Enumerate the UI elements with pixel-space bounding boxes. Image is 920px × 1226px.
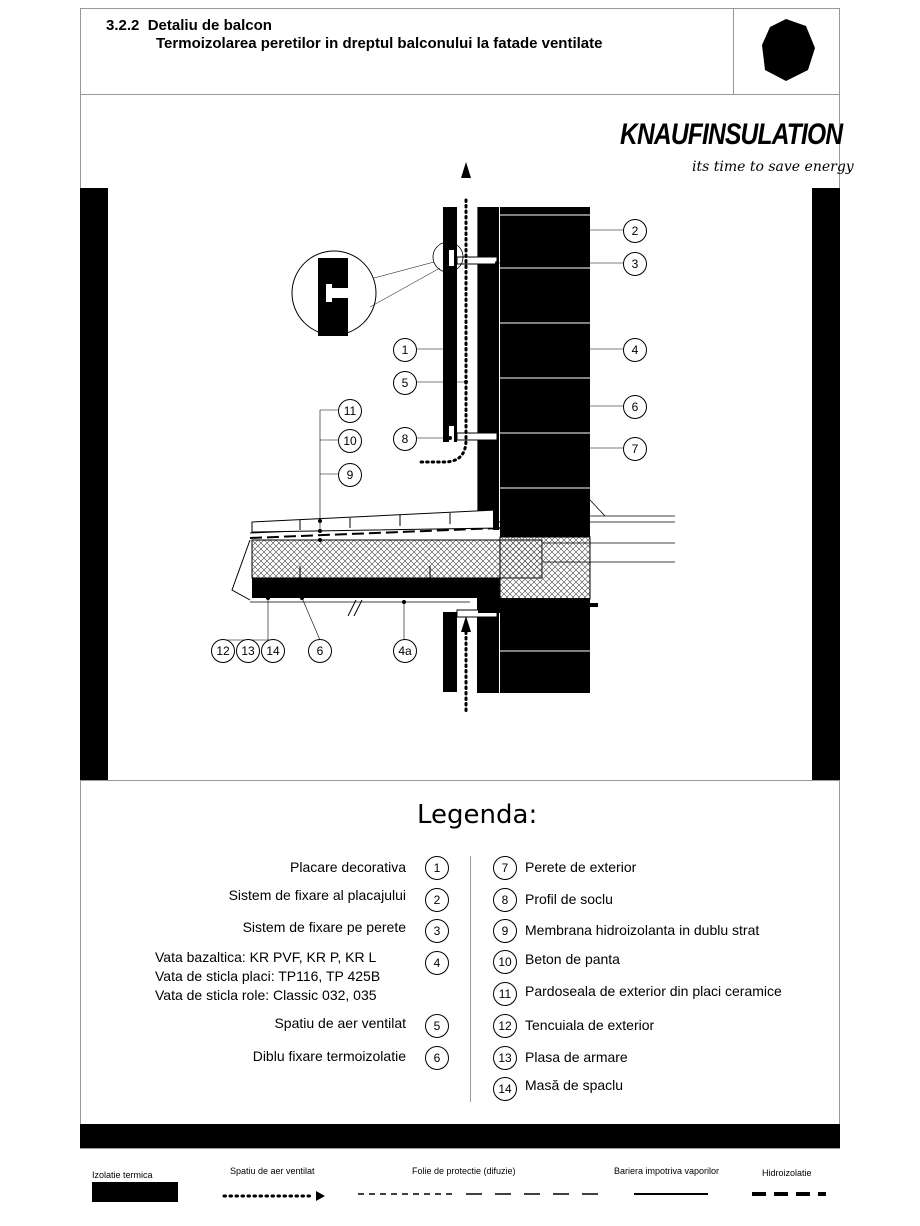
legend-item-text: Tencuiala de exterior bbox=[525, 1017, 655, 1033]
callout-10: 10 bbox=[338, 429, 362, 453]
callout-4a: 4a bbox=[393, 639, 417, 663]
callout-8: 8 bbox=[393, 427, 417, 451]
legend-num: 7 bbox=[493, 856, 517, 880]
callout-7: 7 bbox=[623, 437, 647, 461]
legend-item-text: Profil de soclu bbox=[525, 891, 613, 907]
legend-item-4-text: Vata bazaltica: KR PVF, KR P, KR L Vata … bbox=[155, 948, 380, 1005]
legend-item-text: Masă de spaclu bbox=[525, 1077, 624, 1093]
section-title: 3.2.2 Detaliu de balcon bbox=[106, 17, 272, 34]
legend-line: Vata bazaltica: KR PVF, KR P, KR L bbox=[155, 949, 377, 965]
callout-6: 6 bbox=[623, 395, 647, 419]
legend-item-text: Beton de panta bbox=[525, 951, 620, 967]
legend-item-text: Perete de exterior bbox=[525, 859, 637, 875]
section-heading: Detaliu de balcon bbox=[147, 17, 272, 34]
key-insulation-swatch bbox=[92, 1182, 178, 1202]
callout-5: 5 bbox=[393, 371, 417, 395]
legend-num: 1 bbox=[425, 856, 449, 880]
key-foil-label: Folie de protectie (difuzie) bbox=[412, 1166, 516, 1176]
section-number: 3.2.2 bbox=[106, 17, 140, 34]
legend-num: 9 bbox=[493, 919, 517, 943]
legend-num: 5 bbox=[425, 1014, 449, 1038]
legend-num: 11 bbox=[493, 982, 517, 1006]
legend-num: 10 bbox=[493, 950, 517, 974]
callout-9: 9 bbox=[338, 463, 362, 487]
legend-item-text: Sistem de fixare al placajului bbox=[228, 887, 406, 903]
legend-item-text: Plasa de armare bbox=[525, 1049, 628, 1065]
left-sidebar-bar bbox=[80, 188, 108, 780]
legend-num: 13 bbox=[493, 1046, 517, 1070]
callout-12: 12 bbox=[211, 639, 235, 663]
legend-title: Legenda: bbox=[417, 800, 538, 830]
exterior-wall bbox=[500, 207, 590, 693]
legend-num: 12 bbox=[493, 1014, 517, 1038]
legend-item-text: Placare decorativa bbox=[290, 859, 406, 875]
section-subtitle: Termoizolarea peretilor in dreptul balco… bbox=[156, 35, 603, 52]
bottom-band bbox=[80, 1124, 840, 1148]
legend-item-text: Sistem de fixare pe perete bbox=[242, 919, 406, 935]
legend-num: 6 bbox=[425, 1046, 449, 1070]
legend-item-text: Membrana hidroizolanta in dublu strat bbox=[525, 922, 760, 938]
legend-line: Vata de sticla placi: TP116, TP 425B bbox=[155, 968, 381, 984]
legend-num: 14 bbox=[493, 1077, 517, 1101]
legend-num: 3 bbox=[425, 919, 449, 943]
legend-num: 4 bbox=[425, 951, 449, 975]
legend-item-text: Spatiu de aer ventilat bbox=[274, 1015, 406, 1031]
wall-insulation bbox=[477, 207, 499, 512]
key-waterproof-label: Hidroizolatie bbox=[762, 1168, 812, 1178]
callout-1: 1 bbox=[393, 338, 417, 362]
legend-line: Vata de sticla role: Classic 032, 035 bbox=[155, 987, 377, 1003]
brand-logo-text: KNAUFINSULATION bbox=[620, 118, 843, 151]
callout-14: 14 bbox=[261, 639, 285, 663]
callout-3: 3 bbox=[623, 252, 647, 276]
callout-11: 11 bbox=[338, 399, 362, 423]
key-insulation-label: Izolatie termica bbox=[92, 1170, 153, 1180]
brand-tagline: its time to save energy bbox=[692, 159, 854, 175]
callout-6-bottom: 6 bbox=[308, 639, 332, 663]
key-vapor-label: Bariera impotriva vaporilor bbox=[614, 1166, 720, 1176]
balcony-detail-drawing bbox=[224, 162, 675, 716]
legend-item-text: Diblu fixare termoizolatie bbox=[252, 1048, 406, 1064]
legend-num: 2 bbox=[425, 888, 449, 912]
callout-2: 2 bbox=[623, 219, 647, 243]
key-ventilated-label: Spatiu de aer ventilat bbox=[230, 1166, 315, 1176]
callout-13: 13 bbox=[236, 639, 260, 663]
decorative-cladding-lower bbox=[443, 612, 457, 692]
wall-insulation-lower bbox=[477, 598, 499, 693]
callout-4: 4 bbox=[623, 338, 647, 362]
legend-item-text: Pardoseala de exterior din placi ceramic… bbox=[525, 983, 782, 999]
legend-num: 8 bbox=[493, 888, 517, 912]
right-sidebar-bar bbox=[812, 188, 840, 780]
heptagon-logo-icon bbox=[762, 19, 815, 81]
underside-insulation bbox=[252, 578, 500, 598]
